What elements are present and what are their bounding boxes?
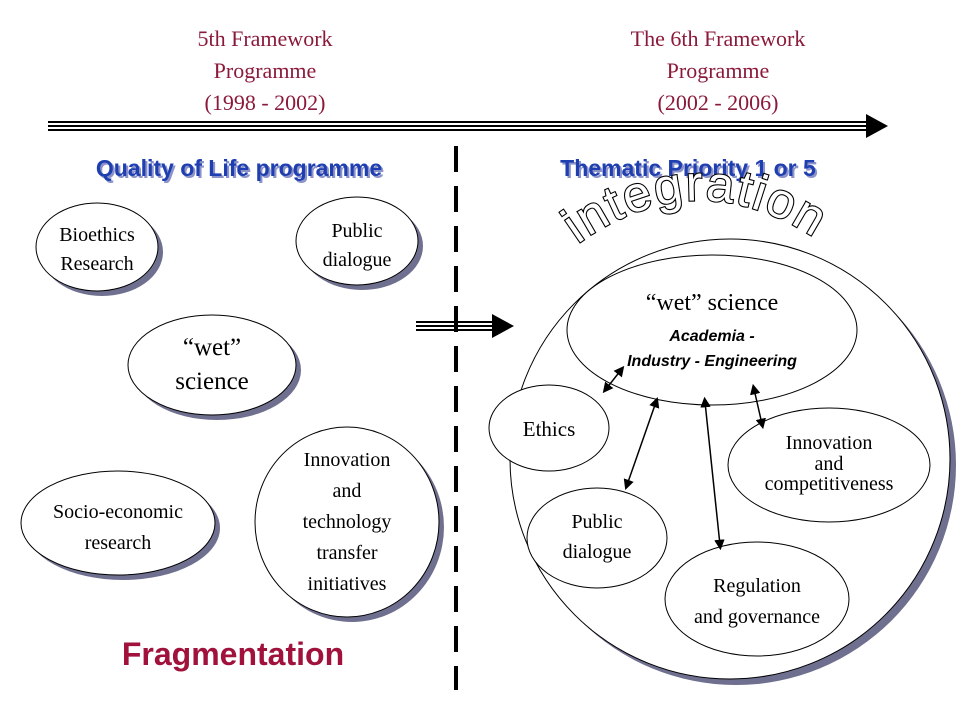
regulation-line1: Regulation [713,575,801,597]
bioethics-line2: Research [60,253,133,275]
bioethics-research-node: Bioethics Research [35,202,163,296]
header-left-line2: Programme [214,58,317,83]
innovation-right-line2: and [815,453,844,475]
connector-regulation-wet-science [700,396,725,551]
innovation-technology-transfer-node: Innovation and technology transfer initi… [254,426,444,622]
innovation-competitiveness-node: Innovation and competitiveness [727,407,931,523]
innovation-right-line3: competitiveness [765,473,894,495]
header-right-line3: (2002 - 2006) [658,90,779,115]
innovation-left-line3: technology [303,511,392,533]
wet-science-right-line1: “wet” science [646,290,779,316]
connector-ethics-wet-science [602,365,625,394]
right-title-shadow: Thematic Priority 1 or 5 [562,157,818,183]
wet-science-right-line3: Industry - Engineering [627,353,797,370]
connector-innovation-wet-science [750,383,766,430]
public-dialogue-node-left: Public dialogue [295,196,423,290]
ethics-node: Ethics [488,384,610,472]
bioethics-line1: Bioethics [59,224,135,246]
wet-science-node-right: “wet” science Academia - Industry - Engi… [566,254,858,406]
wet-science-left-line1: “wet” [183,334,241,361]
fragmentation-label: Fragmentation [122,636,344,672]
right-section-title: Thematic Priority 1 or 5 [560,155,816,181]
header-left-line1: 5th Framework [197,26,332,51]
public-dialogue-right-line1: Public [571,511,622,533]
innovation-left-line2: and [333,480,362,502]
innovation-left-line1: Innovation [304,449,391,471]
ethics-label: Ethics [523,417,576,441]
innovation-right-line1: Innovation [786,432,873,454]
wet-science-node-left: “wet” science [127,314,301,420]
public-dialogue-node-right: Public dialogue [526,487,668,589]
header-right-line1: The 6th Framework [631,26,806,51]
socio-economic-line1: Socio-economic [53,501,183,523]
wet-science-left-line2: science [175,368,249,395]
public-dialogue-left-line1: Public [331,220,382,242]
header-left: 5th Framework Programme (1998 - 2002) [197,26,332,115]
timeline-arrow [48,114,888,138]
innovation-left-line4: transfer [316,542,377,564]
public-dialogue-left-line2: dialogue [323,249,392,271]
socio-economic-line2: research [85,532,152,554]
innovation-left-line5: initiatives [308,573,387,595]
regulation-governance-node: Regulation and governance [664,541,850,657]
header-right-line2: Programme [667,58,770,83]
transition-arrow [416,314,514,338]
left-section-title: Quality of Life programme [96,155,382,181]
socio-economic-research-node: Socio-economic research [20,470,220,580]
wet-science-right-line2: Academia - [668,328,754,345]
connector-dialogue-wet-science [623,397,660,490]
header-left-line3: (1998 - 2002) [205,90,326,115]
left-title-shadow: Quality of Life programme [98,157,384,183]
regulation-line2: and governance [694,606,820,628]
header-right: The 6th Framework Programme (2002 - 2006… [631,26,806,115]
public-dialogue-right-line2: dialogue [563,541,632,563]
